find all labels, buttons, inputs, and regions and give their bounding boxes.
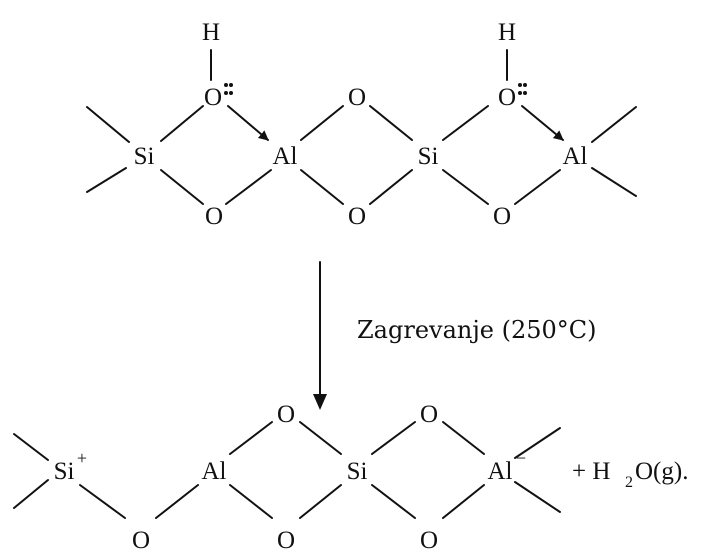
bond-p-o-top-1-si-center [299, 421, 342, 455]
reaction-arrow [313, 261, 327, 410]
atom-si-right: Si [418, 143, 439, 170]
bond-p-si-center-o-top-2 [371, 421, 416, 455]
reactant-structure: H O Si O Al O O Si H O O Al [86, 19, 637, 230]
atom-h-left: H [202, 19, 220, 46]
product-atom-o-bottom-3: O [420, 527, 438, 552]
product-atom-si-center: Si [347, 458, 368, 485]
reaction-condition-label: Zagrevanje (250°C) [357, 316, 597, 344]
atom-h-right: H [498, 19, 516, 46]
atom-o-top-center: O [348, 84, 366, 111]
coordinate-arrow-right [521, 105, 564, 141]
bond-p-o-top-2-al-right [442, 421, 485, 455]
byproduct-prefix: + H [572, 458, 610, 485]
atom-o-bottom-center: O [348, 203, 366, 230]
bond-o-bottom-si-right [369, 169, 413, 205]
bond-si-left-methyl-down [86, 167, 127, 193]
product-atom-si-left: Si [54, 458, 75, 485]
atom-o-hydroxyl-left: O [204, 84, 222, 111]
lone-pair-left [224, 83, 233, 95]
bond-p-al-left-o-top-1 [229, 421, 273, 455]
bond-si-right-o-hydroxyl [442, 105, 489, 141]
bond-al-center-o-top [300, 105, 344, 141]
product-atom-al-right: Al [488, 458, 513, 485]
bond-p-o-bottom-3-al-right [442, 484, 485, 519]
byproduct-suffix: O(g). [635, 458, 688, 485]
atom-o-hydroxyl-right: O [498, 84, 516, 111]
product-atom-o-bottom-1: O [132, 527, 150, 552]
bond-p-al-left-o-bottom-2 [229, 484, 273, 519]
lone-pair-right [518, 83, 527, 95]
atom-o-bottom-right: O [493, 203, 511, 230]
byproduct-water: + H 2 O(g). [572, 458, 688, 491]
atom-al-center: Al [273, 143, 298, 170]
bond-p-si-left-o-bottom-1 [79, 484, 126, 519]
product-structure: Si + O Al O O Si O O Al − + H 2 O(g). [13, 401, 688, 552]
product-atom-al-left: Al [202, 458, 227, 485]
bond-p-o-bottom-1-al-left [155, 484, 199, 519]
atom-si-left: Si [134, 143, 155, 170]
bond-si-left-methyl-up [86, 106, 130, 143]
coordinate-arrow-left [227, 105, 269, 141]
bond-si-left-o-bottom [160, 169, 204, 205]
bond-o-top-si-right [369, 105, 413, 141]
atom-al-right: Al [563, 143, 588, 170]
bond-o-bottom-al-center [225, 169, 272, 205]
bond-p-al-right-methyl-up [514, 427, 561, 459]
bond-si-right-o-bottom [442, 169, 489, 205]
product-atom-o-top-1: O [277, 401, 295, 428]
bond-si-left-o-hydroxyl [160, 105, 204, 142]
bond-p-si-center-o-bottom-3 [371, 484, 416, 519]
product-si-left-charge: + [77, 448, 87, 468]
bond-p-o-bottom-2-si-center [299, 484, 342, 519]
byproduct-subscript: 2 [625, 474, 633, 491]
product-atom-o-top-2: O [420, 401, 438, 428]
bond-al-right-methyl-down [591, 167, 637, 197]
atom-o-bottom-left: O [205, 203, 223, 230]
product-al-right-charge: − [516, 448, 526, 468]
product-atom-o-bottom-2: O [277, 527, 295, 552]
bond-al-center-o-bottom [300, 169, 344, 205]
bond-al-right-methyl-up [591, 106, 637, 143]
bond-p-al-right-methyl-down [514, 481, 561, 513]
bond-o-bottom-al-right [514, 169, 561, 205]
bond-p-si-left-methyl-down [13, 479, 49, 509]
bond-p-si-left-methyl-up [13, 433, 49, 461]
